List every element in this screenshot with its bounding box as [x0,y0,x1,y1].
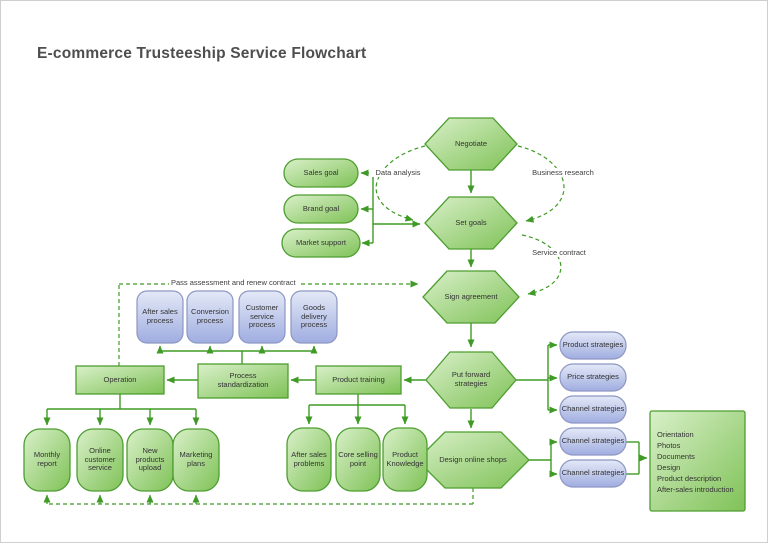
product-strategies-pill [559,331,627,360]
business-research-label: Business research [530,168,596,178]
set-goals-hexagon [424,196,518,250]
monthly-report-box [23,428,71,492]
channel-strategies-pill [559,395,627,424]
channel-strategies-pill-2 [559,427,627,456]
goods-delivery-process-box [290,290,338,344]
put-forward-strategies-hexagon [425,351,517,409]
detail-line: Documents [657,452,695,461]
detail-line: Photos [657,441,681,450]
blue-shapes [136,290,627,488]
data-analysis-label: Data analysis [369,168,427,178]
design-online-shops-hexagon [416,431,530,489]
sign-agreement-hexagon [422,270,520,324]
page-title: E-commerce Trusteeship Service Flowchart [37,45,367,62]
sales-goal-pill [283,158,359,188]
service-contract-label: Service contract [529,248,589,258]
detail-line: Design [657,463,681,472]
pass-assessment-label: Pass assessment and renew contract [169,278,298,288]
new-products-upload-box [126,428,174,492]
marketing-plans-box [172,428,220,492]
process-standardization-rect [197,363,289,399]
detail-rect [649,410,746,512]
product-knowledge-box [382,427,428,492]
detail-line: Product description [657,474,722,483]
negotiate-hexagon [424,117,518,171]
core-selling-point-box [335,427,381,492]
customer-service-process-box [238,290,286,344]
price-strategies-pill [559,363,627,392]
online-customer-service-box [76,428,124,492]
detail-line: After-sales introduction [657,485,734,494]
operation-rect [75,365,165,395]
brand-goal-pill [283,194,359,224]
detail-line: Orientation [657,430,694,439]
detail-text-block: Orientation Photos Documents Design Prod… [657,429,743,495]
market-support-pill [281,228,361,258]
dashed-connectors [43,145,565,505]
channel-strategies-pill-3 [559,459,627,488]
green-shapes [23,117,746,512]
product-training-rect [315,365,402,395]
after-sales-process-box [136,290,184,344]
after-sales-problems-box [286,427,332,492]
conversion-process-box [186,290,234,344]
